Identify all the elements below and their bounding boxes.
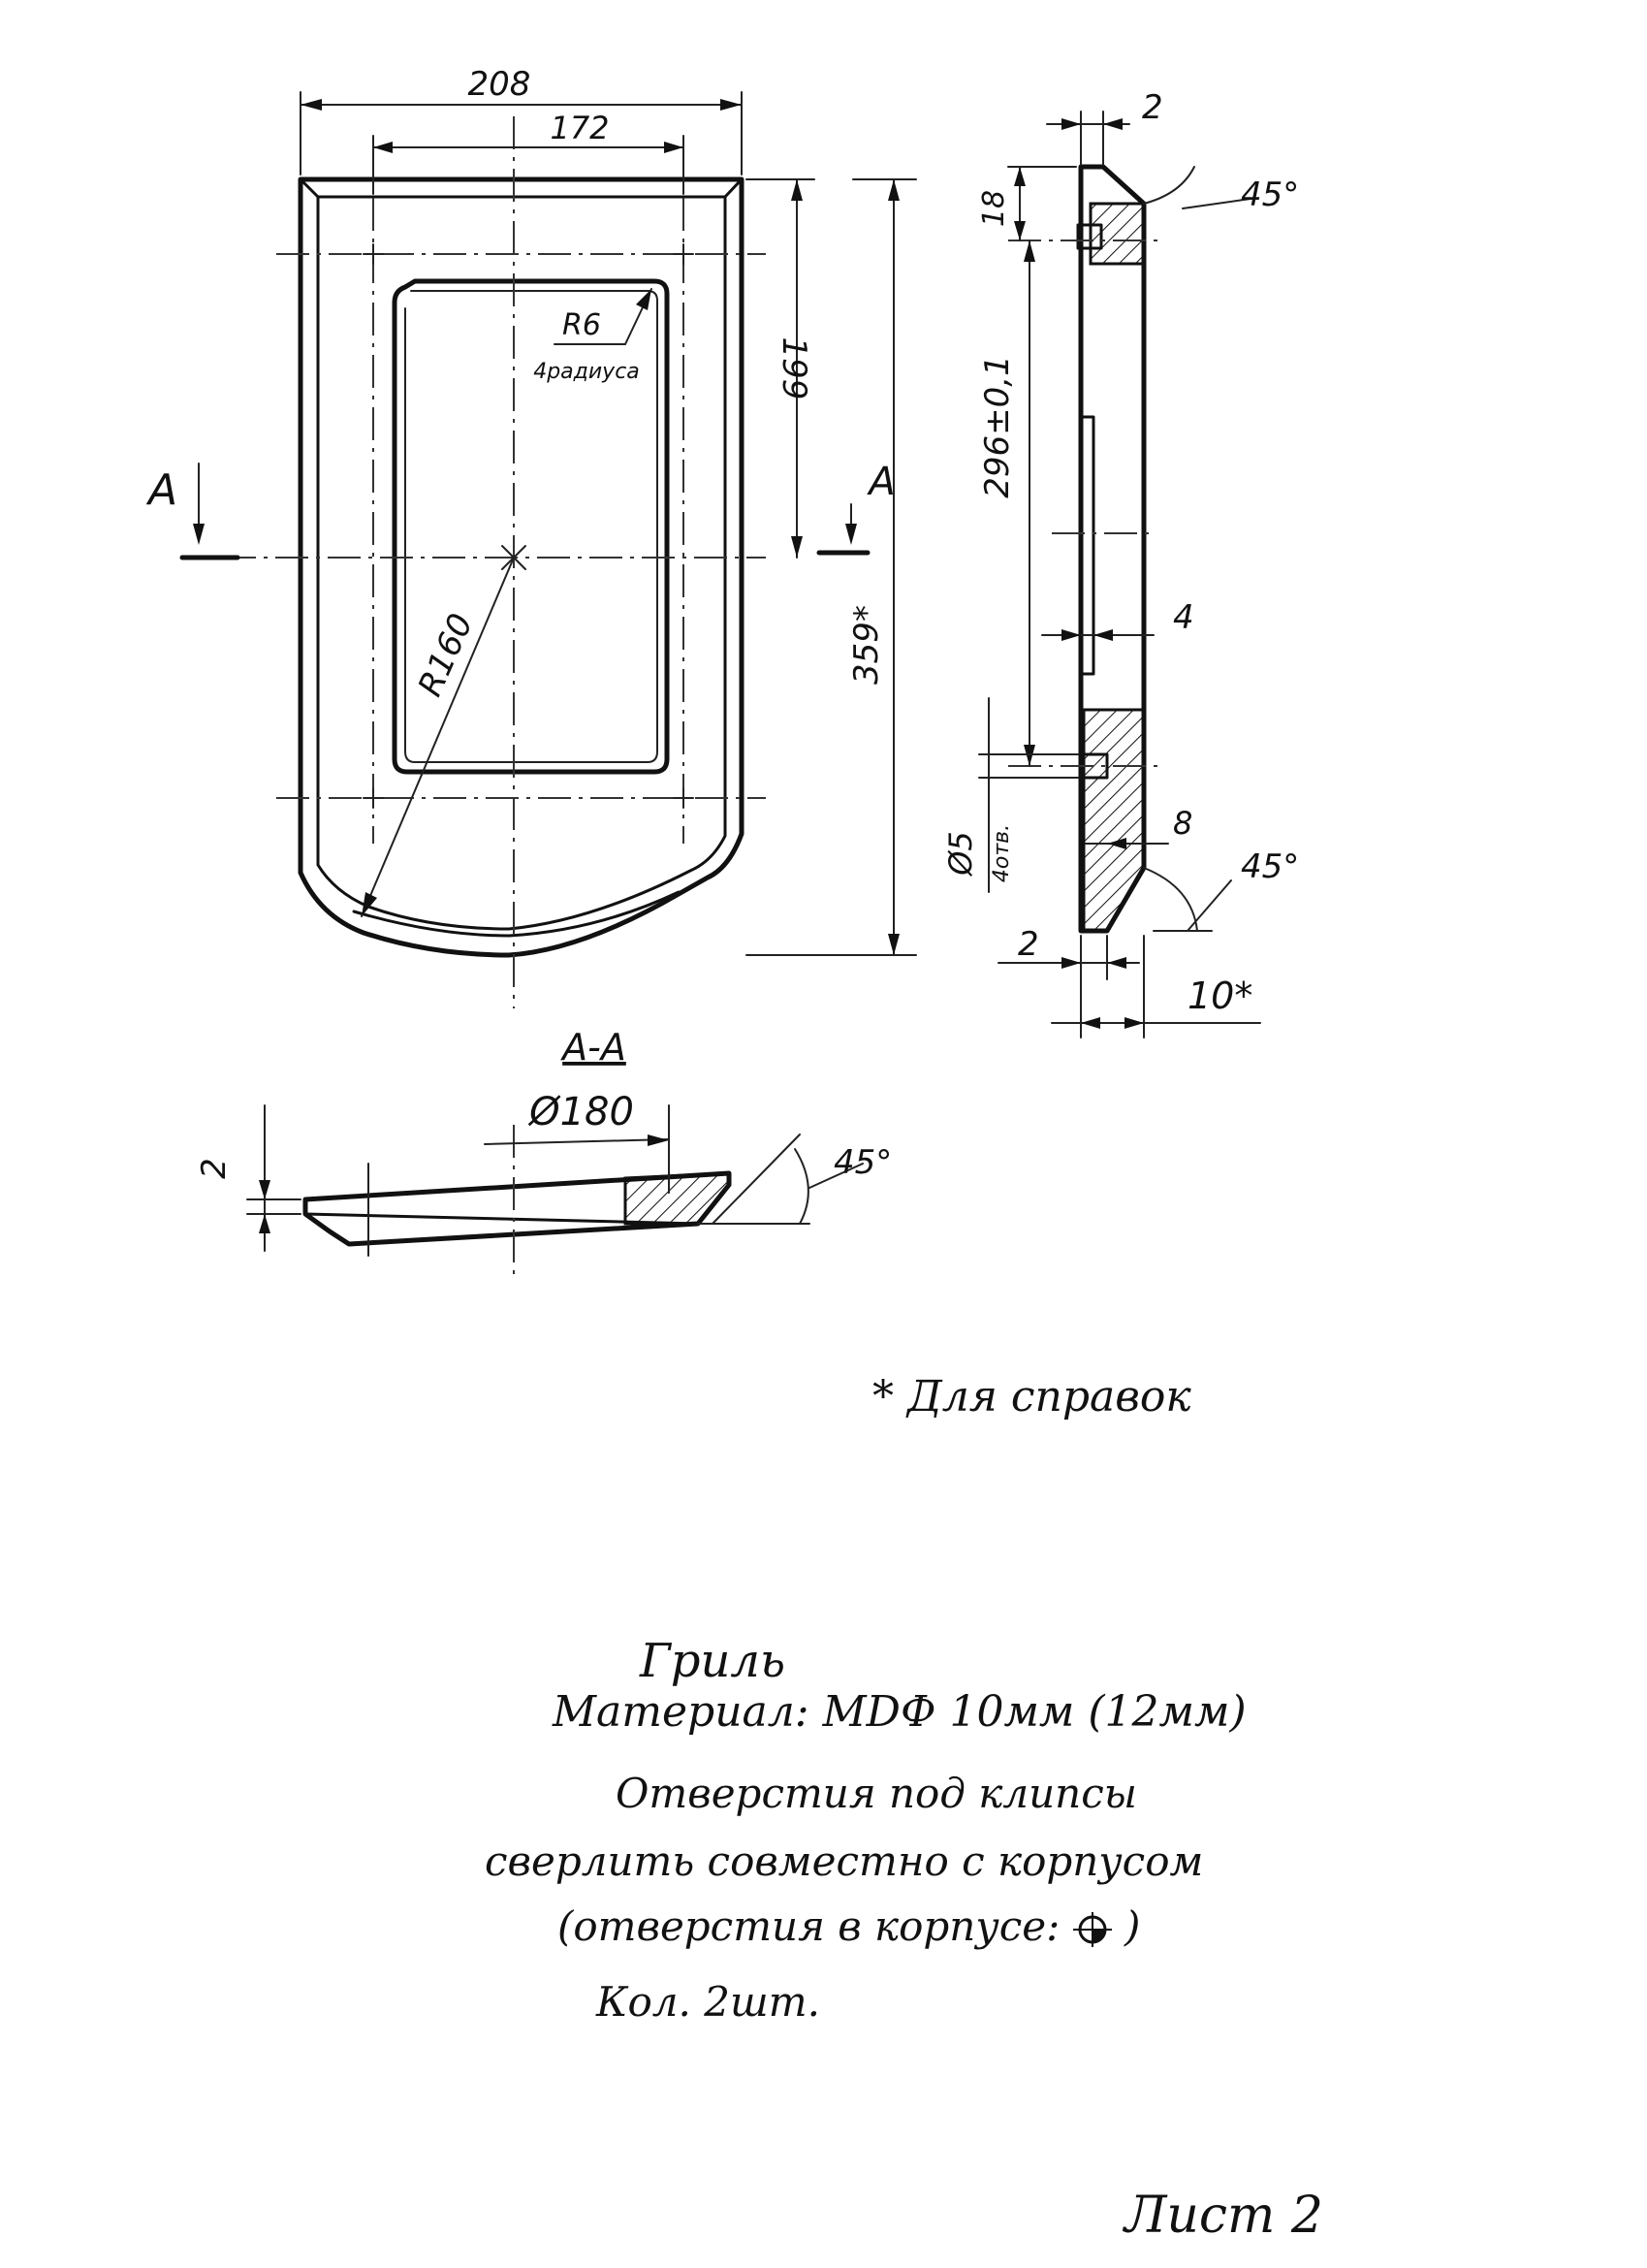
note-line-3-end: ) [1124,1902,1141,1950]
dim-hole-pitch: 296±0,1 [978,355,1017,497]
dim-side-top-2: 2 [1046,88,1163,166]
dim-4: 4 [1041,598,1194,641]
reference-note: * Для справок [872,1372,1191,1421]
side-top-hatch [1089,202,1146,266]
dim-total-thickness: 10* [1188,974,1252,1017]
material-note: Материал: MDФ 10мм (12мм) [553,1687,1247,1737]
dim-chamfer-angle-bottom: 45° [1241,847,1299,886]
dim-side-bottom-2: 2 [998,925,1140,980]
drill-hole-symbol-icon [1072,1912,1112,1947]
note-line-1: Отверстия под клипсы [616,1770,1137,1817]
side-view [1008,164,1163,934]
section-markers: A A [145,460,896,560]
dim-total-height: 359* [847,605,886,685]
dim-chamfer-top: 2 [1142,88,1163,127]
dim-296: 296±0,1 [978,240,1035,767]
section-marker-right: A [866,460,895,504]
note-line-3: (отверстия в корпусе: ) [557,1902,1140,1950]
dim-section-chamfer: 2 [195,1158,234,1179]
dim-inner-width: 172 [550,110,609,146]
front-view [223,116,766,1008]
dim-hole-offset: 18 [977,190,1011,227]
dim-section-diameter: Ø180 [527,1090,634,1134]
dim-section-height: 199 [775,337,813,400]
note-line-2: сверлить совместно с корпусом [485,1837,1204,1885]
front-chamfer-contour [316,195,727,931]
quantity-note: Кол. 2шт. [596,1978,820,2026]
dim-18: 18 [977,166,1077,241]
dim-section-angle: 45° [834,1143,892,1182]
dim-recess-depth: 4 [1173,598,1194,637]
sheet-number: Лист 2 [1124,2187,1323,2245]
dim-8: 8 [1085,805,1192,849]
dim-hole-diameter: Ø5 [942,831,979,878]
dim-359: 359* [745,178,917,956]
dim-208: 208 [300,65,743,176]
dim-chamfer-angle-top: 45° [1241,176,1299,214]
dim-r6: R6 4радиуса [533,288,652,384]
front-outer-contour [298,176,744,958]
dim-199: 199 [745,178,815,559]
dim-10: 10* [1051,935,1261,1038]
drawing-title: Гриль [640,1634,786,1688]
note-line-3-text: (отверстия в корпусе: [557,1902,1061,1950]
dim-overall-width: 208 [468,65,531,104]
side-bottom-hatch [1082,708,1146,933]
section-label: A-A [559,1026,626,1069]
dim-side-45-bottom: 45° [1143,847,1299,932]
section-marker-left: A [145,465,177,515]
dim-172: 172 [372,110,684,195]
dim-side-45-top: 45° [1143,166,1299,214]
dim-arc-radius: R160 [411,608,482,702]
dim-hole-diameter-group: Ø5 4отв. [942,697,1079,893]
dim-hole-count: 4отв. [990,824,1014,882]
dim-corner-radius: R6 [562,308,601,342]
front-window [392,278,670,775]
dim-hole-depth: 8 [1173,805,1192,842]
section-view: A-A Ø180 2 45° [195,1026,892,1280]
dim-chamfer-bottom: 2 [1018,925,1039,964]
dim-corner-count: 4радиуса [533,360,640,384]
dim-r160: R160 [361,557,515,917]
